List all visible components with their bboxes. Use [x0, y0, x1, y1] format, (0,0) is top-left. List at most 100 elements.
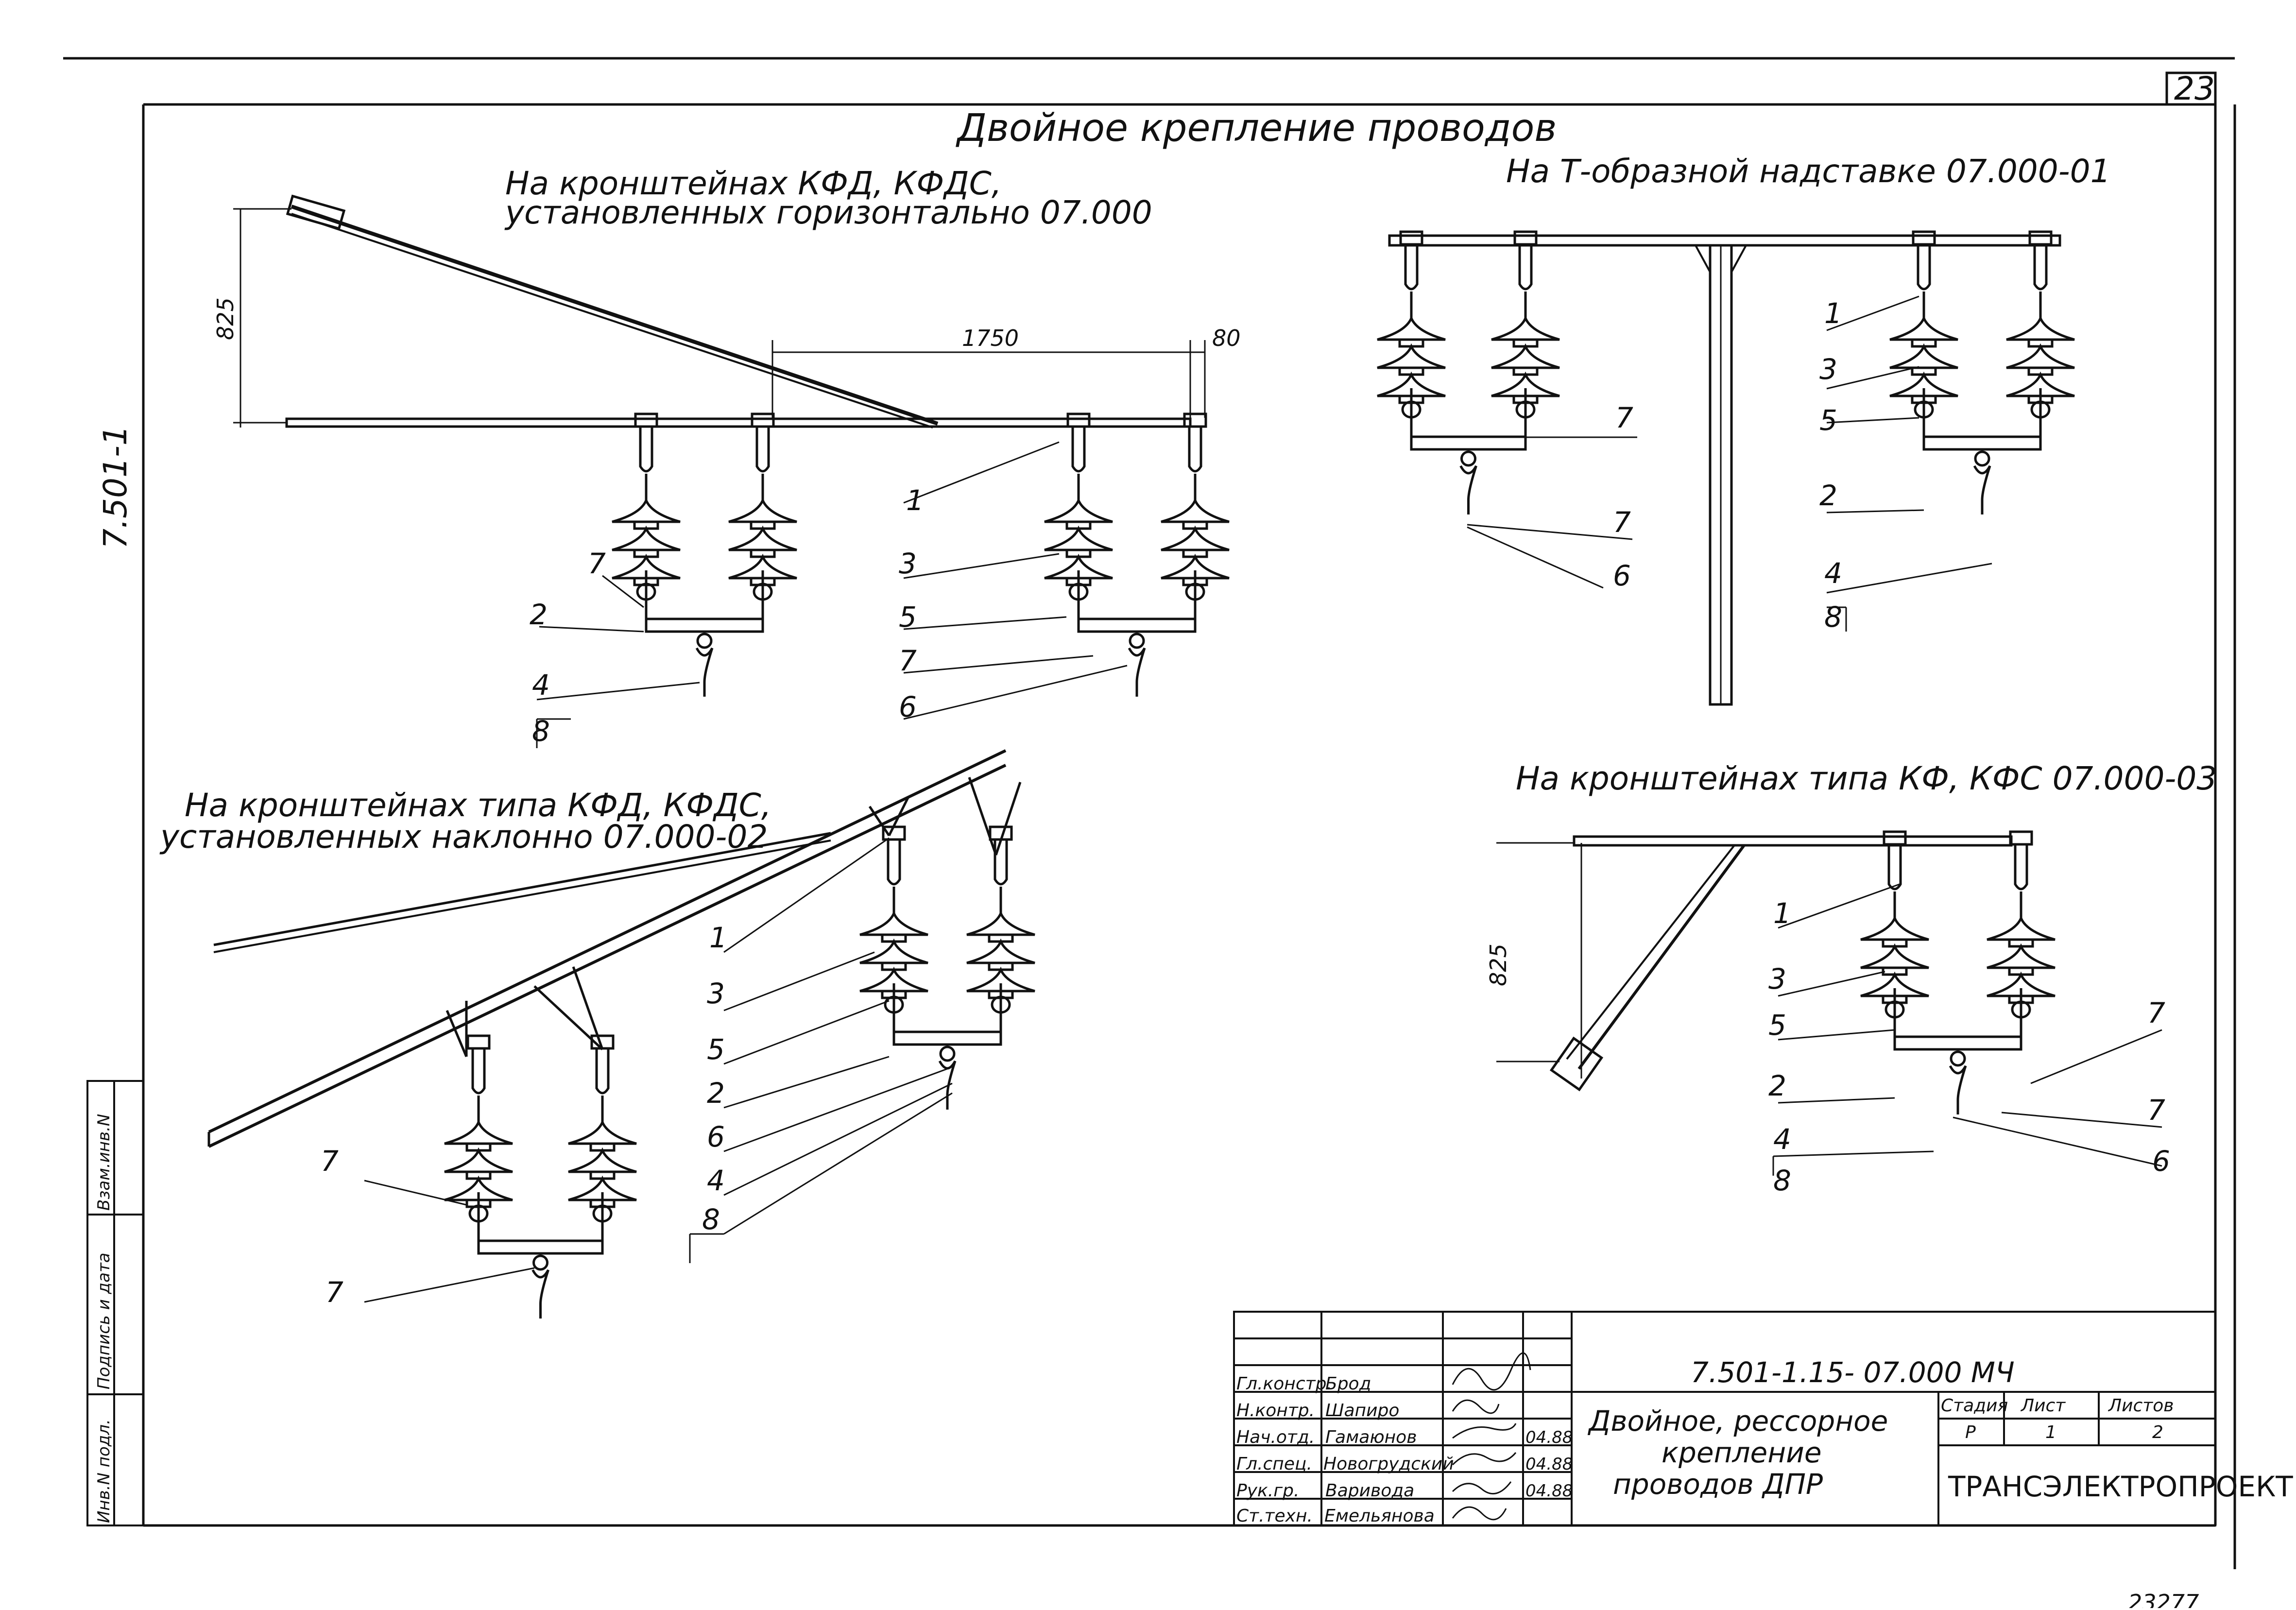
- view3-label-8: 8: [702, 1203, 720, 1236]
- side-stamp: Инв.N подл. Подпись и дата Взам.инв.N: [86, 1080, 144, 1526]
- side-stamp-replace-label: Взам.инв.N: [94, 1114, 114, 1211]
- view1-label-5: 5: [899, 600, 917, 634]
- view4-label-7-lower: 7: [2147, 1094, 2165, 1127]
- view3-pair-b-insulator-string-left: [444, 1034, 513, 1223]
- view1-label-1: 1: [906, 484, 924, 517]
- main-title: Двойное крепление проводов: [956, 106, 1557, 150]
- view1-pair-b-yoke-and-clamp: [1077, 570, 1197, 697]
- view3-label-3: 3: [707, 977, 725, 1010]
- view4-dim-825: 825: [1485, 943, 1511, 986]
- date-5: 04.88: [1525, 1481, 1573, 1501]
- view3-pair-a-yoke-and-clamp: [892, 983, 1002, 1110]
- view3-title-line1: На кронштейнах типа КФД, КФДС,: [185, 787, 771, 824]
- title-block-stage: Р: [1965, 1422, 1976, 1442]
- view3-title-line2: установленных наклонно 07.000-02: [159, 818, 768, 856]
- view4-insulator-assemblies: [1860, 830, 2056, 1114]
- view1-pair-b-insulator-string-right: [1161, 412, 1230, 601]
- side-drawing-code: 7.501-1: [97, 425, 134, 549]
- view2-label-8: 8: [1824, 600, 1842, 634]
- view3-label-7-lower: 7: [326, 1276, 343, 1309]
- view1-label-7-left: 7: [588, 547, 606, 580]
- view2-pair-a-yoke-and-clamp: [1410, 388, 1527, 514]
- date-4: 04.88: [1525, 1455, 1573, 1474]
- view4-pair-insulator-string-left: [1860, 830, 1929, 1019]
- view4-label-7-upper: 7: [2147, 996, 2165, 1029]
- view1-pair-a-yoke-and-clamp: [645, 570, 764, 697]
- side-stamp-inv-label: Инв.N подл.: [94, 1419, 114, 1523]
- view1-pair-a-insulator-string-left: [612, 412, 681, 601]
- sheet-number: 23: [2174, 70, 2215, 107]
- sheet-frame: [63, 57, 2236, 1569]
- title-block-stage-label: Стадия: [1941, 1396, 2008, 1416]
- view4-pair-insulator-string-right: [1987, 830, 2056, 1019]
- signatures: [1452, 1352, 1531, 1521]
- role-6: Ст.техн.: [1236, 1506, 1313, 1526]
- view2-label-6: 6: [1613, 559, 1631, 592]
- role-5: Рук.гр.: [1236, 1481, 1299, 1501]
- view2-label-7-upper: 7: [1615, 401, 1633, 434]
- role-1: Гл.констр.: [1236, 1374, 1332, 1394]
- view3-label-4: 4: [707, 1164, 725, 1197]
- side-stamp-sign-label: Подпись и дата: [94, 1252, 114, 1389]
- view3-pair-b-yoke-and-clamp: [477, 1192, 604, 1319]
- view1-label-8: 8: [532, 715, 550, 748]
- view4-title: На кронштейнах типа КФ, КФС 07.000-03: [1516, 760, 2217, 797]
- date-3: 04.88: [1525, 1428, 1573, 1447]
- title-block-sheets-label: Листов: [2108, 1396, 2174, 1416]
- view1-label-6: 6: [899, 690, 917, 723]
- title-block: 7.501-1.15- 07.000 МЧ Двойное, рессорное…: [1233, 1311, 2293, 1526]
- name-1: Брод: [1325, 1374, 1371, 1394]
- view-kf-bracket: На кронштейнах типа КФ, КФС 07.000-03 82…: [1485, 760, 2217, 1197]
- role-3: Нач.отд.: [1236, 1427, 1315, 1447]
- view4-label-1: 1: [1773, 897, 1791, 930]
- view2-pair-b-yoke-and-clamp: [1922, 388, 2042, 514]
- view2-label-2: 2: [1819, 479, 1837, 512]
- title-block-sheets: 2: [2152, 1422, 2163, 1442]
- view2-insulator-assemblies: [1377, 230, 2075, 514]
- name-2: Шапиро: [1325, 1401, 1399, 1421]
- view1-title-line2: установленных горизонтально 07.000: [504, 194, 1152, 231]
- name-6: Емельянова: [1324, 1506, 1435, 1526]
- view3-label-1: 1: [709, 921, 727, 954]
- title-block-name-line3: проводов ДПР: [1613, 1468, 1823, 1501]
- view1-dim-80: 80: [1212, 325, 1241, 351]
- view4-label-2: 2: [1768, 1069, 1786, 1102]
- title-block-code: 7.501-1.15- 07.000 МЧ: [1691, 1356, 2015, 1389]
- view1-title-line1: На кронштейнах КФД, КФДС,: [505, 165, 1002, 202]
- title-block-organization: ТРАНСЭЛЕКТРОПРОЕКТ: [1948, 1470, 2293, 1503]
- view3-insulator-assemblies: [444, 825, 1035, 1319]
- view3-label-7-upper: 7: [321, 1145, 339, 1178]
- view3-pair-a-insulator-string-right: [966, 825, 1035, 1014]
- view2-title: На Т-образной надставке 07.000-01: [1506, 153, 2111, 190]
- role-4: Гл.спец.: [1236, 1454, 1312, 1474]
- view4-label-3: 3: [1768, 962, 1786, 995]
- view4-label-8: 8: [1773, 1164, 1791, 1197]
- title-block-name-line2: крепление: [1662, 1436, 1822, 1469]
- name-4: Новогрудский: [1323, 1454, 1454, 1474]
- title-block-name-line1: Двойное, рессорное: [1587, 1404, 1888, 1438]
- view1-label-7-right: 7: [899, 644, 917, 677]
- view1-insulator-assemblies: [612, 412, 1230, 697]
- view-horizontal-bracket: На кронштейнах КФД, КФДС, установленных …: [212, 165, 1241, 748]
- view-t-extension: На Т-образной надставке 07.000-01 7 7 6 …: [1377, 153, 2111, 706]
- view4-pair-yoke-and-clamp: [1893, 988, 2022, 1114]
- view3-label-6: 6: [707, 1120, 725, 1153]
- view4-label-5: 5: [1768, 1009, 1786, 1042]
- view4-label-6: 6: [2152, 1145, 2170, 1178]
- view1-label-4: 4: [532, 668, 550, 702]
- role-2: Н.контр.: [1236, 1401, 1315, 1421]
- view2-label-1: 1: [1824, 297, 1842, 330]
- view2-label-3: 3: [1819, 353, 1837, 386]
- name-3: Гамаюнов: [1325, 1427, 1417, 1447]
- title-block-sheet-label: Лист: [2020, 1396, 2066, 1416]
- view3-label-2: 2: [707, 1077, 725, 1110]
- bottom-archive-number: 23277: [2128, 1590, 2199, 1608]
- view1-dim-1750: 1750: [962, 325, 1019, 351]
- view2-pair-b-insulator-string-right: [2006, 230, 2075, 419]
- view1-label-2: 2: [530, 598, 548, 631]
- view1-label-3: 3: [899, 547, 917, 580]
- view1-dim-825: 825: [212, 297, 239, 340]
- view1-pair-b-insulator-string-left: [1044, 412, 1113, 601]
